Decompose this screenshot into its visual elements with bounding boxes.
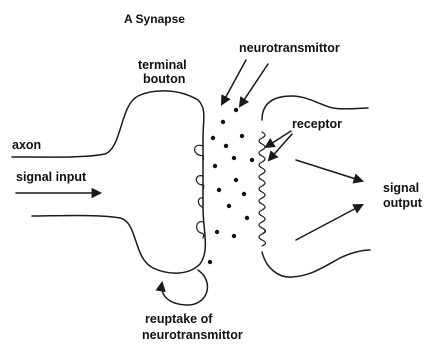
neurotransmitter-arrow-1 (222, 60, 246, 104)
terminal-bouton-label-line1: terminal (138, 58, 187, 72)
reuptake-label-line2: neurotransmittor (142, 328, 243, 342)
receptor-label: receptor (292, 117, 342, 131)
signal-output-label-line2: output (383, 196, 423, 210)
postsynaptic-outline-bottom (262, 250, 370, 277)
vesicle-fusion-1 (195, 145, 204, 160)
terminal-bouton-label-line2: bouton (143, 72, 185, 86)
receptor-membrane (259, 132, 265, 234)
neurotransmitter-arrow-2 (240, 64, 268, 106)
diagram-title: A Synapse (124, 12, 185, 26)
reuptake-label-line1: reuptake of (145, 312, 213, 326)
reuptake-arrow (162, 270, 208, 305)
vesicle-fusion-4 (197, 222, 204, 238)
signal-output-label-line1: signal (383, 181, 419, 195)
axon-label: axon (12, 138, 41, 152)
signal-output-arrow-2 (296, 205, 362, 240)
neurotransmitter-label: neurotransmittor (239, 41, 340, 55)
signal-output-arrow-1 (296, 160, 362, 181)
signal-input-label: signal input (16, 170, 87, 184)
neurotransmitter-dots (208, 108, 254, 264)
